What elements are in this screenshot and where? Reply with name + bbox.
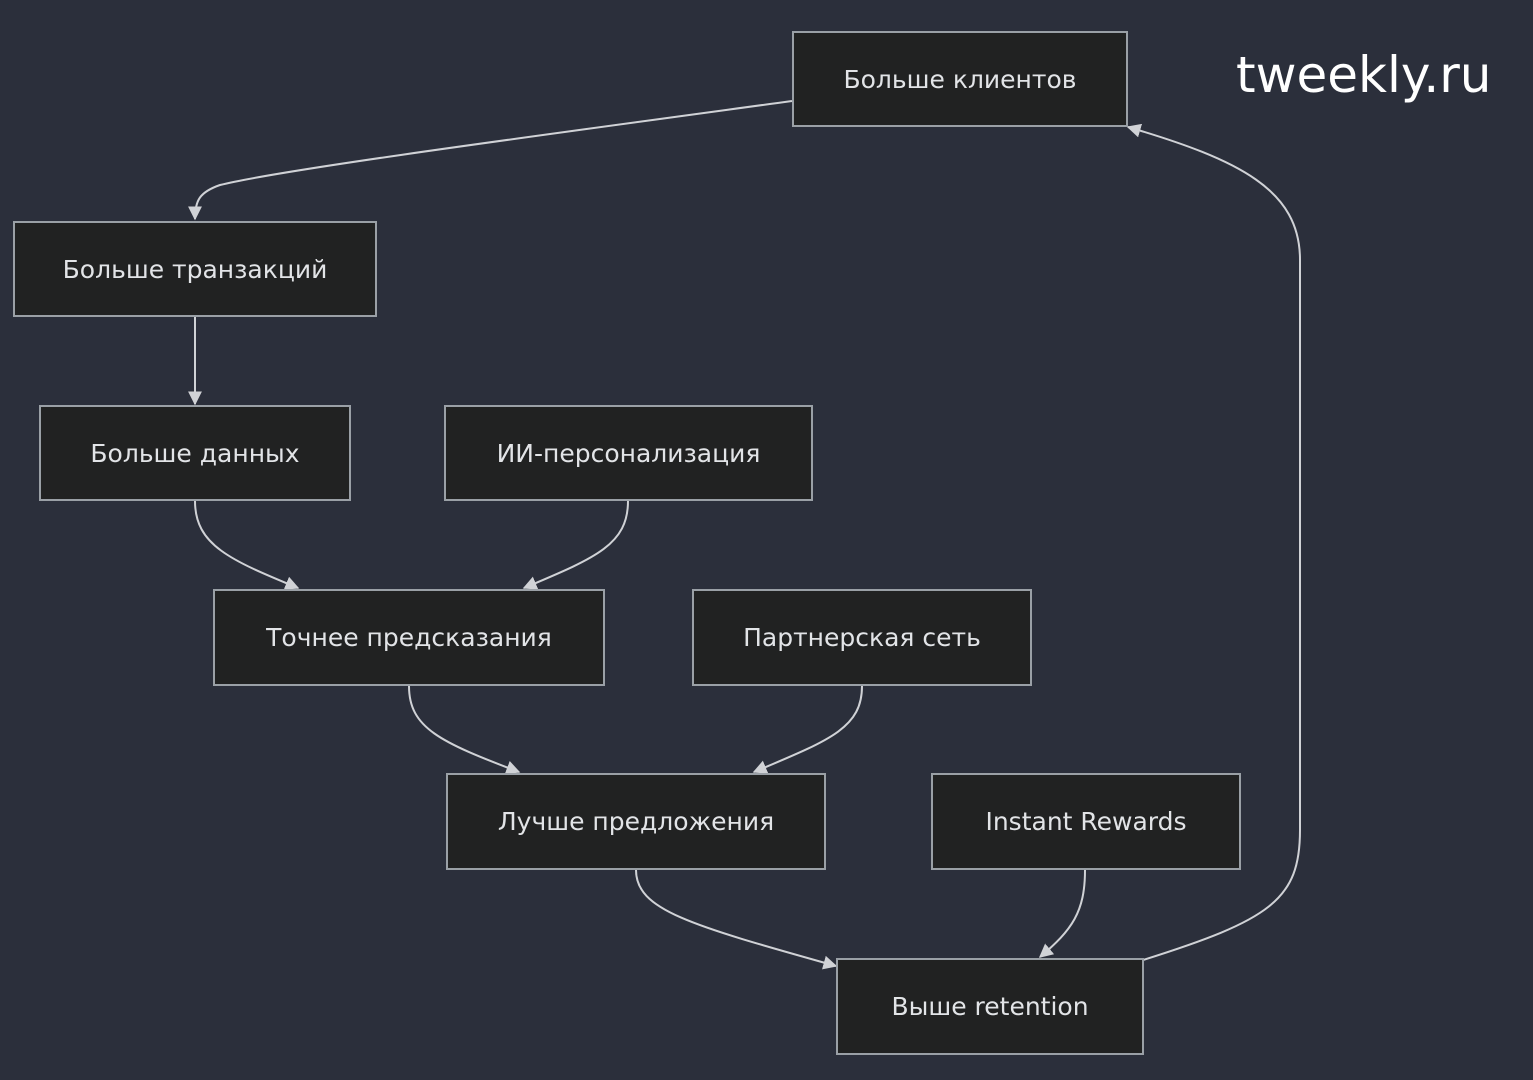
edge-better-predictions-to-better-offers bbox=[408, 685, 521, 775]
node-label: Точнее предсказания bbox=[266, 623, 552, 652]
brand-watermark: tweekly.ru bbox=[1236, 46, 1492, 104]
node-more-transactions: Больше транзакций bbox=[13, 221, 377, 317]
node-label: Выше retention bbox=[891, 992, 1089, 1021]
edge-partner-network-to-better-offers bbox=[752, 685, 863, 774]
node-label: Лучше предложения bbox=[497, 807, 775, 836]
node-label: Больше транзакций bbox=[62, 254, 328, 284]
node-instant-rewards: Instant Rewards bbox=[931, 773, 1241, 870]
edge-more-clients-to-more-transactions bbox=[188, 100, 793, 221]
node-partner-network: Партнерская сеть bbox=[692, 589, 1032, 686]
edge-higher-retention-to-more-clients bbox=[1126, 123, 1301, 961]
node-more-data: Больше данных bbox=[39, 405, 351, 501]
node-label: ИИ-персонализация bbox=[496, 438, 761, 468]
node-ai-personalization: ИИ-персонализация bbox=[444, 405, 813, 501]
node-label: Больше клиентов bbox=[843, 64, 1077, 94]
edge-instant-rewards-to-higher-retention bbox=[1038, 869, 1086, 958]
node-better-predictions: Точнее предсказания bbox=[213, 589, 605, 686]
node-better-offers: Лучше предложения bbox=[446, 773, 826, 870]
node-label: Больше данных bbox=[90, 438, 300, 468]
node-label: Instant Rewards bbox=[985, 807, 1187, 836]
edge-more-data-to-better-predictions bbox=[194, 500, 300, 590]
edge-better-offers-to-higher-retention bbox=[635, 869, 838, 970]
node-more-clients: Больше клиентов bbox=[792, 31, 1128, 127]
node-label: Партнерская сеть bbox=[743, 623, 981, 652]
edge-ai-personalization-to-better-predictions bbox=[522, 500, 629, 590]
node-higher-retention: Выше retention bbox=[836, 958, 1144, 1055]
